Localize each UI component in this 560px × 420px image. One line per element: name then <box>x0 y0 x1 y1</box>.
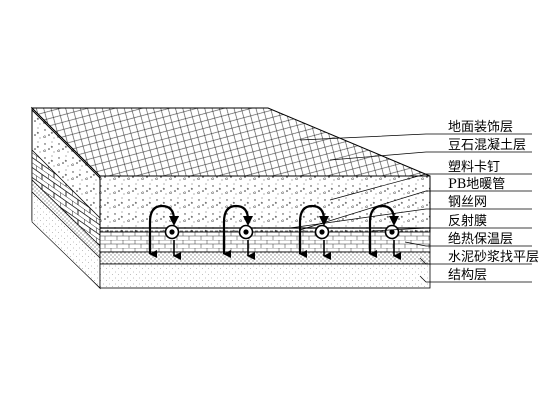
pb-pipe-core <box>243 229 249 235</box>
leader-line <box>419 275 532 283</box>
leader-steel-mesh <box>289 208 532 229</box>
leader-reflective-film <box>371 227 532 232</box>
leader-pb-pipe <box>299 190 532 231</box>
leader-line <box>371 227 532 232</box>
heat-loop-arrowhead <box>319 216 329 226</box>
label-insulation: 绝热保温层 <box>448 231 513 247</box>
heat-loop-arrow <box>148 204 176 250</box>
concrete-layer <box>99 175 431 233</box>
pipe-loop-2 <box>222 204 255 260</box>
leader-line <box>299 190 532 231</box>
leader-line <box>419 257 532 265</box>
pipe-loop-3 <box>298 204 331 260</box>
structure-layer <box>99 263 431 289</box>
heat-loop-arrowhead <box>243 216 253 226</box>
leader-plastic-clip <box>329 173 532 201</box>
front-face <box>99 175 431 289</box>
leader-mortar-screed <box>419 257 532 265</box>
pipe-loop-1 <box>148 204 181 260</box>
label-pea-gravel-concrete: 豆石混凝土层 <box>448 137 526 153</box>
heating-pipes <box>148 204 401 260</box>
leader-insulation <box>404 241 532 247</box>
label-reflective-film: 反射膜 <box>448 213 487 229</box>
label-floor-finish: 地面装饰层 <box>448 120 513 135</box>
pb-pipe-core <box>389 229 395 235</box>
heat-loop-arrowhead <box>389 216 399 226</box>
heat-loop-arrowhead <box>169 216 179 226</box>
leader-line <box>329 173 532 201</box>
leader-line <box>289 208 532 229</box>
label-plastic-clip: 塑料卡钉 <box>448 160 500 175</box>
leader-line <box>404 241 532 247</box>
top-face-floor-finish <box>30 107 431 177</box>
leader-floor-finish <box>299 133 532 141</box>
leader-line <box>329 151 532 161</box>
label-mortar-screed: 水泥砂浆找平层 <box>448 250 539 265</box>
leader-lines <box>289 133 532 283</box>
pb-pipe-core <box>169 229 175 235</box>
leader-structure <box>419 275 532 283</box>
label-steel-mesh: 钢丝网 <box>448 195 487 210</box>
heat-loop-arrow <box>298 204 326 250</box>
label-pb-pipe: PB地暖管 <box>448 177 505 192</box>
heat-loop-arrow <box>222 204 250 250</box>
leader-line <box>299 133 532 141</box>
side-face <box>31 106 101 290</box>
label-structure: 结构层 <box>448 268 487 283</box>
leader-pea-gravel-concrete <box>329 151 532 161</box>
pb-pipe-core <box>319 229 325 235</box>
